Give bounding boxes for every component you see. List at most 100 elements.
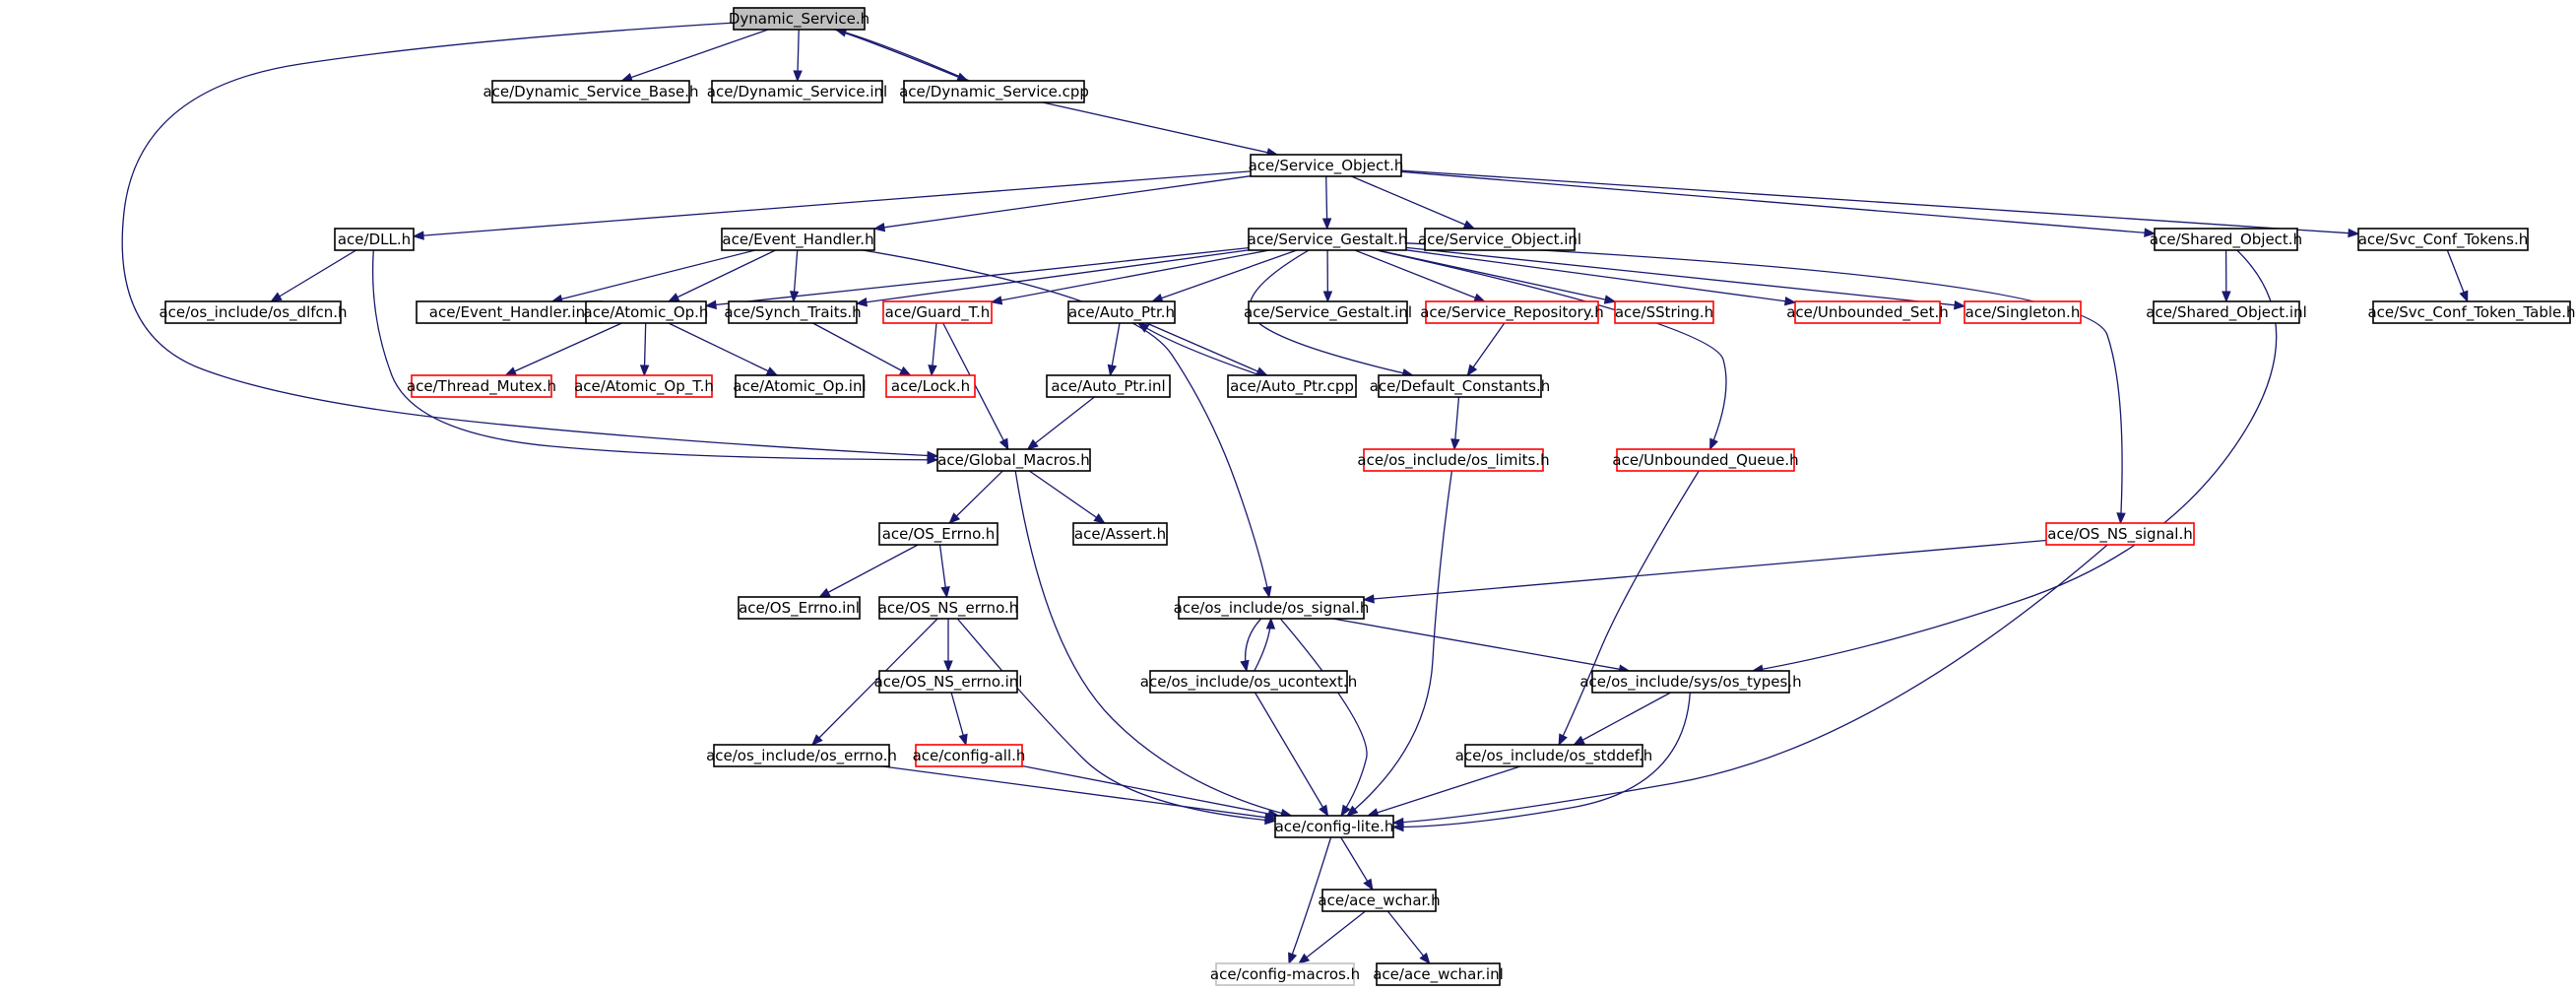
node-toktable[interactable]: ace/Svc_Conf_Token_Table.h — [2367, 300, 2576, 324]
node-singleton[interactable]: ace/Singleton.h — [1964, 300, 2082, 324]
node-configall[interactable]: ace/config-all.h — [913, 744, 1026, 767]
node-synch[interactable]: ace/Synch_Traits.h — [724, 300, 862, 324]
node-box[interactable] — [411, 374, 552, 398]
node-dll[interactable]: ace/DLL.h — [334, 228, 415, 251]
node-dsbase[interactable]: ace/Dynamic_Service_Base.h — [483, 80, 699, 103]
node-acewchar[interactable]: ace/ace_wchar.h — [1318, 889, 1441, 912]
node-box[interactable] — [585, 300, 707, 324]
node-box[interactable] — [878, 596, 1018, 620]
node-box[interactable] — [491, 80, 690, 103]
node-box[interactable] — [1149, 670, 1348, 694]
node-box[interactable] — [735, 374, 865, 398]
node-box[interactable] — [164, 300, 342, 324]
node-box[interactable] — [878, 522, 998, 546]
node-configlite[interactable]: ace/config-lite.h — [1274, 815, 1394, 838]
node-guard[interactable]: ace/Guard_T.h — [882, 300, 993, 324]
node-ossignal[interactable]: ace/os_include/os_signal.h — [1174, 596, 1370, 620]
node-autoptr[interactable]: ace/Auto_Ptr.h — [1067, 300, 1176, 324]
node-box[interactable] — [2357, 228, 2529, 251]
node-box[interactable] — [738, 596, 861, 620]
node-box[interactable] — [903, 80, 1085, 103]
node-svcrepo[interactable]: ace/Service_Repository.h — [1420, 300, 1604, 324]
node-box[interactable] — [936, 448, 1091, 472]
node-box[interactable] — [1363, 448, 1544, 472]
node-box[interactable] — [885, 374, 976, 398]
node-acewcharinl[interactable]: ace/ace_wchar.inl — [1373, 962, 1504, 986]
node-box[interactable] — [1072, 522, 1168, 546]
node-box[interactable] — [1378, 374, 1542, 398]
node-box[interactable] — [1964, 300, 2082, 324]
node-dscpp[interactable]: ace/Dynamic_Service.cpp — [899, 80, 1089, 103]
node-box[interactable] — [721, 228, 875, 251]
node-gestalt[interactable]: ace/Service_Gestalt.h — [1248, 228, 1408, 251]
node-box[interactable] — [1227, 374, 1357, 398]
node-configmacros[interactable]: ace/config-macros.h — [1210, 962, 1360, 986]
node-box[interactable] — [2372, 300, 2571, 324]
node-atomic[interactable]: ace/Atomic_Op.h — [584, 300, 709, 324]
node-box[interactable] — [1376, 962, 1501, 986]
node-assert[interactable]: ace/Assert.h — [1072, 522, 1168, 546]
node-thrmutex[interactable]: ace/Thread_Mutex.h — [407, 374, 556, 398]
node-box[interactable] — [1424, 228, 1576, 251]
node-box[interactable] — [1616, 448, 1795, 472]
node-nserrnoinl[interactable]: ace/OS_NS_errno.inl — [874, 670, 1023, 694]
node-nssignal[interactable]: ace/OS_NS_signal.h — [2045, 522, 2195, 546]
node-soinl[interactable]: ace/Service_Object.inl — [1418, 228, 1581, 251]
node-box[interactable] — [1794, 300, 1941, 324]
node-box[interactable] — [1591, 670, 1790, 694]
node-evhinl[interactable]: ace/Event_Handler.inl — [416, 300, 603, 324]
node-box[interactable] — [711, 80, 883, 103]
node-ucontext[interactable]: ace/os_include/os_ucontext.h — [1140, 670, 1357, 694]
node-box[interactable] — [878, 670, 1018, 694]
node-box[interactable] — [1178, 596, 1365, 620]
node-autoptrcpp[interactable]: ace/Auto_Ptr.cpp — [1227, 374, 1357, 398]
node-box[interactable] — [882, 300, 993, 324]
node-box[interactable] — [915, 744, 1023, 767]
arrowhead — [704, 299, 717, 310]
node-box[interactable] — [1067, 300, 1176, 324]
node-tokens[interactable]: ace/Svc_Conf_Tokens.h — [2357, 228, 2529, 251]
node-unbset[interactable]: ace/Unbounded_Set.h — [1786, 300, 1949, 324]
node-atomict[interactable]: ace/Atomic_Op_T.h — [574, 374, 714, 398]
node-box[interactable] — [2154, 228, 2298, 251]
node-box[interactable] — [1321, 889, 1437, 912]
node-oserrno[interactable]: ace/OS_Errno.h — [878, 522, 998, 546]
node-systypes[interactable]: ace/os_include/sys/os_types.h — [1579, 670, 1802, 694]
node-evh[interactable]: ace/Event_Handler.h — [721, 228, 875, 251]
node-oserrnoh[interactable]: ace/os_include/os_errno.h — [706, 744, 897, 767]
node-box[interactable] — [1046, 374, 1171, 398]
node-oslimits[interactable]: ace/os_include/os_limits.h — [1357, 448, 1550, 472]
node-oserrnoinl[interactable]: ace/OS_Errno.inl — [738, 596, 861, 620]
node-svcobj[interactable]: ace/Service_Object.h — [1249, 154, 1404, 177]
node-box[interactable] — [713, 744, 890, 767]
node-box[interactable] — [2045, 522, 2195, 546]
node-box[interactable] — [334, 228, 415, 251]
node-shobj[interactable]: ace/Shared_Object.h — [2150, 228, 2302, 251]
node-box[interactable] — [575, 374, 713, 398]
node-gestaltinl[interactable]: ace/Service_Gestalt.inl — [1244, 300, 1412, 324]
node-box[interactable] — [1248, 300, 1408, 324]
node-box[interactable] — [1250, 154, 1402, 177]
node-box[interactable] — [1464, 744, 1643, 767]
node-dlfcn[interactable]: ace/os_include/os_dlfcn.h — [159, 300, 348, 324]
node-autoptrinl[interactable]: ace/Auto_Ptr.inl — [1046, 374, 1171, 398]
node-box[interactable] — [1425, 300, 1599, 324]
node-box[interactable] — [728, 300, 858, 324]
node-box[interactable] — [1274, 815, 1394, 838]
node-stddef[interactable]: ace/os_include/os_stddef.h — [1455, 744, 1653, 767]
node-root[interactable]: Dynamic_Service.h — [729, 7, 869, 31]
node-dsinl[interactable]: ace/Dynamic_Service.inl — [707, 80, 887, 103]
node-shobjinl[interactable]: ace/Shared_Object.inl — [2146, 300, 2307, 324]
node-globmac[interactable]: ace/Global_Macros.h — [936, 448, 1091, 472]
node-box[interactable] — [1248, 228, 1407, 251]
node-box[interactable] — [1614, 300, 1714, 324]
node-nserrno[interactable]: ace/OS_NS_errno.h — [878, 596, 1019, 620]
node-defconst[interactable]: ace/Default_Constants.h — [1370, 374, 1551, 398]
node-sstring[interactable]: ace/SString.h — [1614, 300, 1714, 324]
node-lock[interactable]: ace/Lock.h — [885, 374, 976, 398]
node-atomicinl[interactable]: ace/Atomic_Op.inl — [733, 374, 867, 398]
node-box[interactable] — [2153, 300, 2300, 324]
node-box[interactable] — [1215, 962, 1355, 986]
node-box[interactable] — [733, 7, 866, 31]
node-unbqueue[interactable]: ace/Unbounded_Queue.h — [1612, 448, 1799, 472]
